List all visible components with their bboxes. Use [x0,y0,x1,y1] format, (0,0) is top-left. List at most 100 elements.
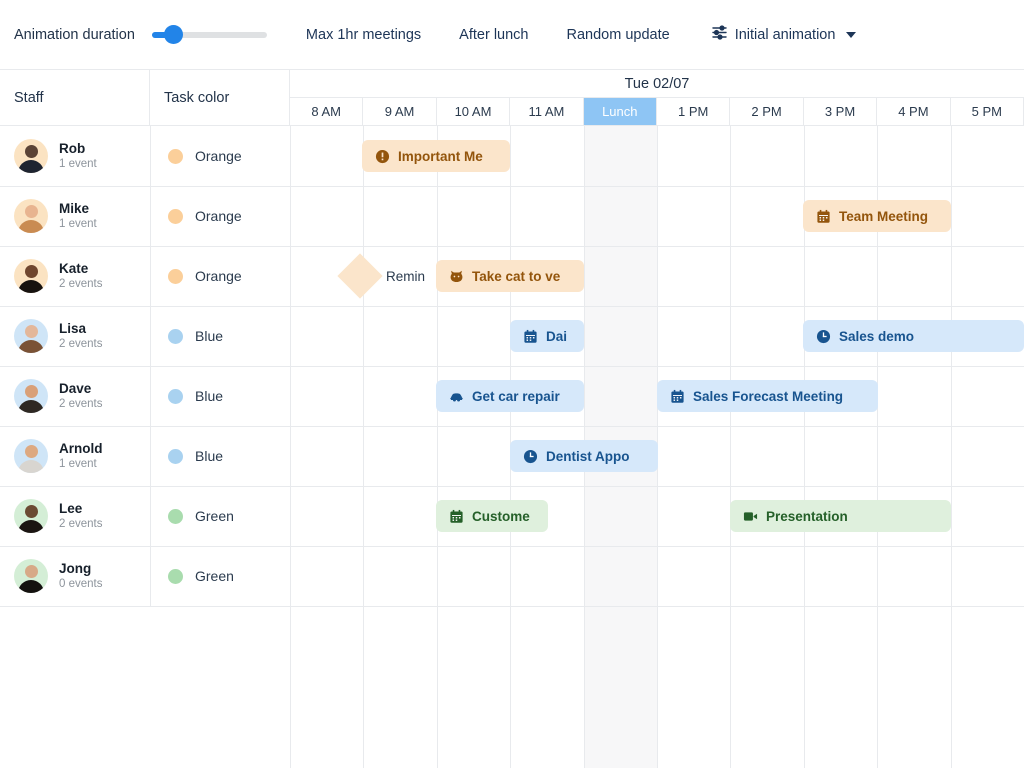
animation-duration-slider[interactable] [151,25,267,45]
initial-animation-select[interactable]: Initial animation [711,24,857,45]
hour-header-10-am[interactable]: 10 AM [437,98,511,125]
hour-header-3-pm[interactable]: 3 PM [804,98,878,125]
task-color-cell[interactable]: Blue [150,306,290,366]
avatar [14,139,48,173]
hour-header-11-am[interactable]: 11 AM [510,98,584,125]
calendar-icon [670,389,685,404]
event-chip[interactable]: Take cat to ve [436,260,584,292]
milestone-label: Remin [386,268,426,284]
event-chip[interactable]: Sales Forecast Meeting [657,380,878,412]
event-chip[interactable]: Dentist Appo [510,440,658,472]
car-icon [449,389,464,404]
initial-animation-label: Initial animation [734,26,836,43]
cat-icon [449,269,464,284]
color-swatch [168,328,183,344]
after-lunch-button[interactable]: After lunch [449,21,538,49]
hour-header-1-pm[interactable]: 1 PM [657,98,731,125]
avatar [14,559,48,593]
color-swatch [168,148,183,164]
alert-icon [375,149,390,164]
random-update-button[interactable]: Random update [557,21,680,49]
event-title: Sales demo [839,328,915,344]
event-title: Important Me [398,148,483,164]
task-color-cell[interactable]: Blue [150,426,290,486]
event-title: Take cat to ve [472,268,561,284]
row-divider [0,486,1024,487]
color-name: Blue [195,388,224,404]
event-chip[interactable]: Custome [436,500,548,532]
row-divider [0,366,1024,367]
staff-name: Jong [59,560,92,576]
avatar [14,499,48,533]
hour-header-lunch[interactable]: Lunch [583,98,657,125]
event-chip[interactable]: Presentation [730,500,951,532]
toolbar: Animation duration Max 1hr meetings Afte… [0,0,1024,70]
staff-column-header: Staff [0,70,150,126]
task-color-cell[interactable]: Green [150,486,290,546]
staff-event-count: 2 events [59,397,103,410]
column-divider [730,126,732,768]
task-color-cell[interactable]: Orange [150,246,290,306]
hour-header-8-am[interactable]: 8 AM [290,98,364,125]
milestone-event[interactable]: Remin [337,253,426,299]
clock-icon [816,329,831,344]
slider-fill [151,31,173,38]
hour-header-2-pm[interactable]: 2 PM [730,98,804,125]
slider-thumb[interactable] [163,25,183,44]
video-icon [743,509,758,524]
event-chip[interactable]: Sales demo [803,320,1024,352]
staff-name: Lisa [59,320,87,336]
color-name: Orange [195,268,242,284]
row-divider [0,426,1024,427]
hour-header-4-pm[interactable]: 4 PM [877,98,951,125]
staff-event-count: 1 event [59,457,97,470]
column-divider [803,126,805,768]
color-name: Green [195,568,234,584]
max-1hr-meetings-button[interactable]: Max 1hr meetings [296,21,431,49]
staff-event-count: 1 event [59,217,97,230]
event-title: Dentist Appo [546,448,630,464]
row-divider [0,186,1024,187]
event-title: Get car repair [472,388,560,404]
event-chip[interactable]: Important Me [362,140,510,172]
row-divider [0,546,1024,547]
avatar [14,199,48,233]
color-name: Orange [195,208,242,224]
sliders-icon [711,24,728,45]
color-name: Blue [195,448,224,464]
event-chip[interactable]: Get car repair [436,380,584,412]
staff-name: Lee [59,500,83,516]
task-color-cell[interactable]: Orange [150,186,290,246]
task-color-cell[interactable]: Orange [150,126,290,186]
column-divider [950,126,952,768]
date-title: Tue 02/07 [290,70,1024,98]
task-color-cell[interactable]: Green [150,546,290,606]
staff-event-count: 1 event [59,157,97,170]
animation-duration-label: Animation duration [14,26,135,43]
event-title: Presentation [766,508,848,524]
hour-header-9-am[interactable]: 9 AM [363,98,437,125]
column-divider [363,126,365,768]
color-name: Orange [195,148,242,164]
event-chip[interactable]: Team Meeting [803,200,951,232]
color-swatch [168,268,183,284]
task-color-column-header: Task color [150,70,290,126]
event-chip[interactable]: Dai [510,320,584,352]
color-swatch [168,568,183,584]
color-swatch [168,448,183,464]
task-color-cell[interactable]: Blue [150,366,290,426]
hour-header-5-pm[interactable]: 5 PM [951,98,1024,125]
